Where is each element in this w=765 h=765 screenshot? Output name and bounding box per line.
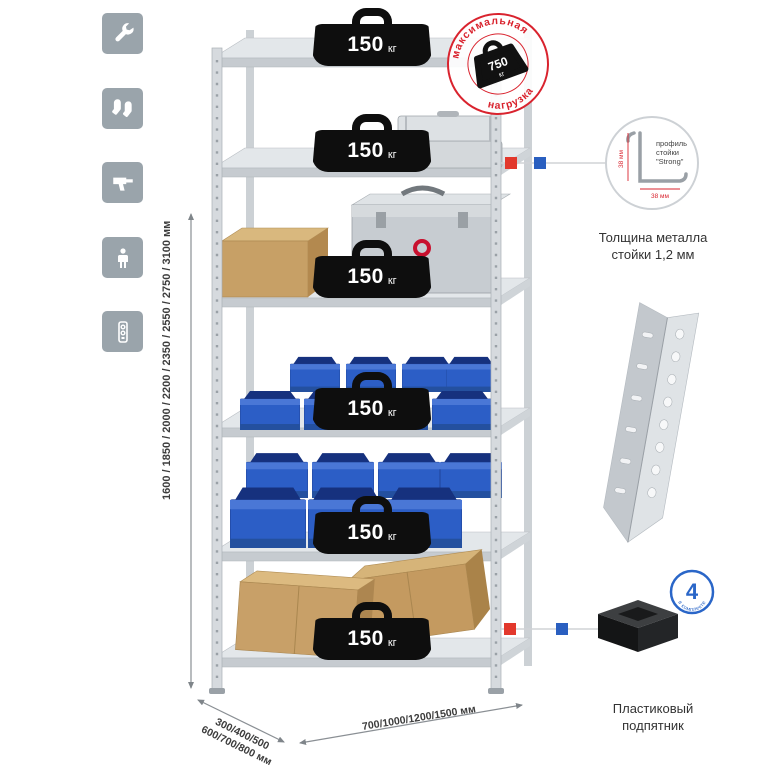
gloves-tile: [102, 88, 143, 129]
weight-handle-icon: [352, 496, 392, 522]
cardboard-boxes: [235, 549, 491, 659]
load-value: 150: [347, 265, 384, 288]
wrench-icon: [114, 22, 134, 41]
installer-icon: [117, 247, 128, 268]
load-unit: кг: [387, 274, 397, 287]
svg-text:кг: кг: [498, 70, 506, 79]
foot-caption: Пластиковый подпятник: [565, 700, 741, 734]
load-value: 150: [347, 139, 384, 162]
level-tile: [102, 311, 143, 352]
stamp-weight-icon: [482, 40, 504, 55]
post-profile-callout: 38 мм 38 мм профиль стойки "Strong": [605, 116, 699, 210]
weight-handle-icon: [352, 602, 392, 628]
installer-tile: [102, 237, 143, 278]
load-value: 150: [347, 627, 384, 650]
profile-caption: Толщина металла стойки 1,2 мм: [565, 229, 741, 263]
blue-marker: [556, 623, 568, 635]
callout-markers: [501, 157, 606, 635]
quantity-badge: 4 в комплекте: [669, 569, 715, 615]
corner-post-image: [603, 302, 700, 544]
svg-text:38 мм: 38 мм: [618, 149, 625, 168]
load-unit: кг: [387, 406, 397, 419]
load-value: 150: [347, 521, 384, 544]
load-unit: кг: [387, 530, 397, 543]
rack-back-posts: [246, 30, 532, 666]
foot-caption-line-2: подпятник: [622, 718, 684, 733]
load-unit: кг: [387, 636, 397, 649]
red-marker: [504, 623, 516, 635]
gloves-icon: [111, 98, 132, 117]
load-value: 150: [347, 33, 384, 56]
weight-handle-icon: [352, 8, 392, 34]
svg-text:"Strong": "Strong": [656, 157, 684, 166]
profile-caption-line-1: Толщина металла: [598, 230, 708, 245]
svg-text:4: 4: [686, 579, 699, 604]
height-dimension-label: 1600 / 1850 / 2000 / 2200 / 2350 / 2550 …: [161, 220, 173, 500]
svg-text:стойки: стойки: [656, 148, 679, 157]
max-load-stamp: максимальная нагрузка 750 кг: [440, 3, 549, 118]
load-value: 150: [347, 397, 384, 420]
plastic-foot-image: [598, 600, 678, 652]
load-unit: кг: [387, 42, 397, 55]
svg-text:38 мм: 38 мм: [651, 193, 670, 200]
svg-text:750: 750: [486, 54, 510, 74]
load-unit: кг: [387, 148, 397, 161]
level-icon: [117, 320, 128, 343]
foot-caption-line-1: Пластиковый: [612, 701, 694, 716]
red-marker: [505, 157, 517, 169]
weight-handle-icon: [352, 372, 392, 398]
weight-handle-icon: [352, 240, 392, 266]
drill-icon: [112, 177, 133, 191]
profile-caption-line-2: стойки 1,2 мм: [611, 247, 695, 262]
weight-handle-icon: [352, 114, 392, 140]
svg-text:профиль: профиль: [656, 139, 687, 148]
dimension-lines: [188, 213, 523, 745]
blue-marker: [534, 157, 546, 169]
drill-tile: [102, 162, 143, 203]
wrench-tile: [102, 13, 143, 54]
